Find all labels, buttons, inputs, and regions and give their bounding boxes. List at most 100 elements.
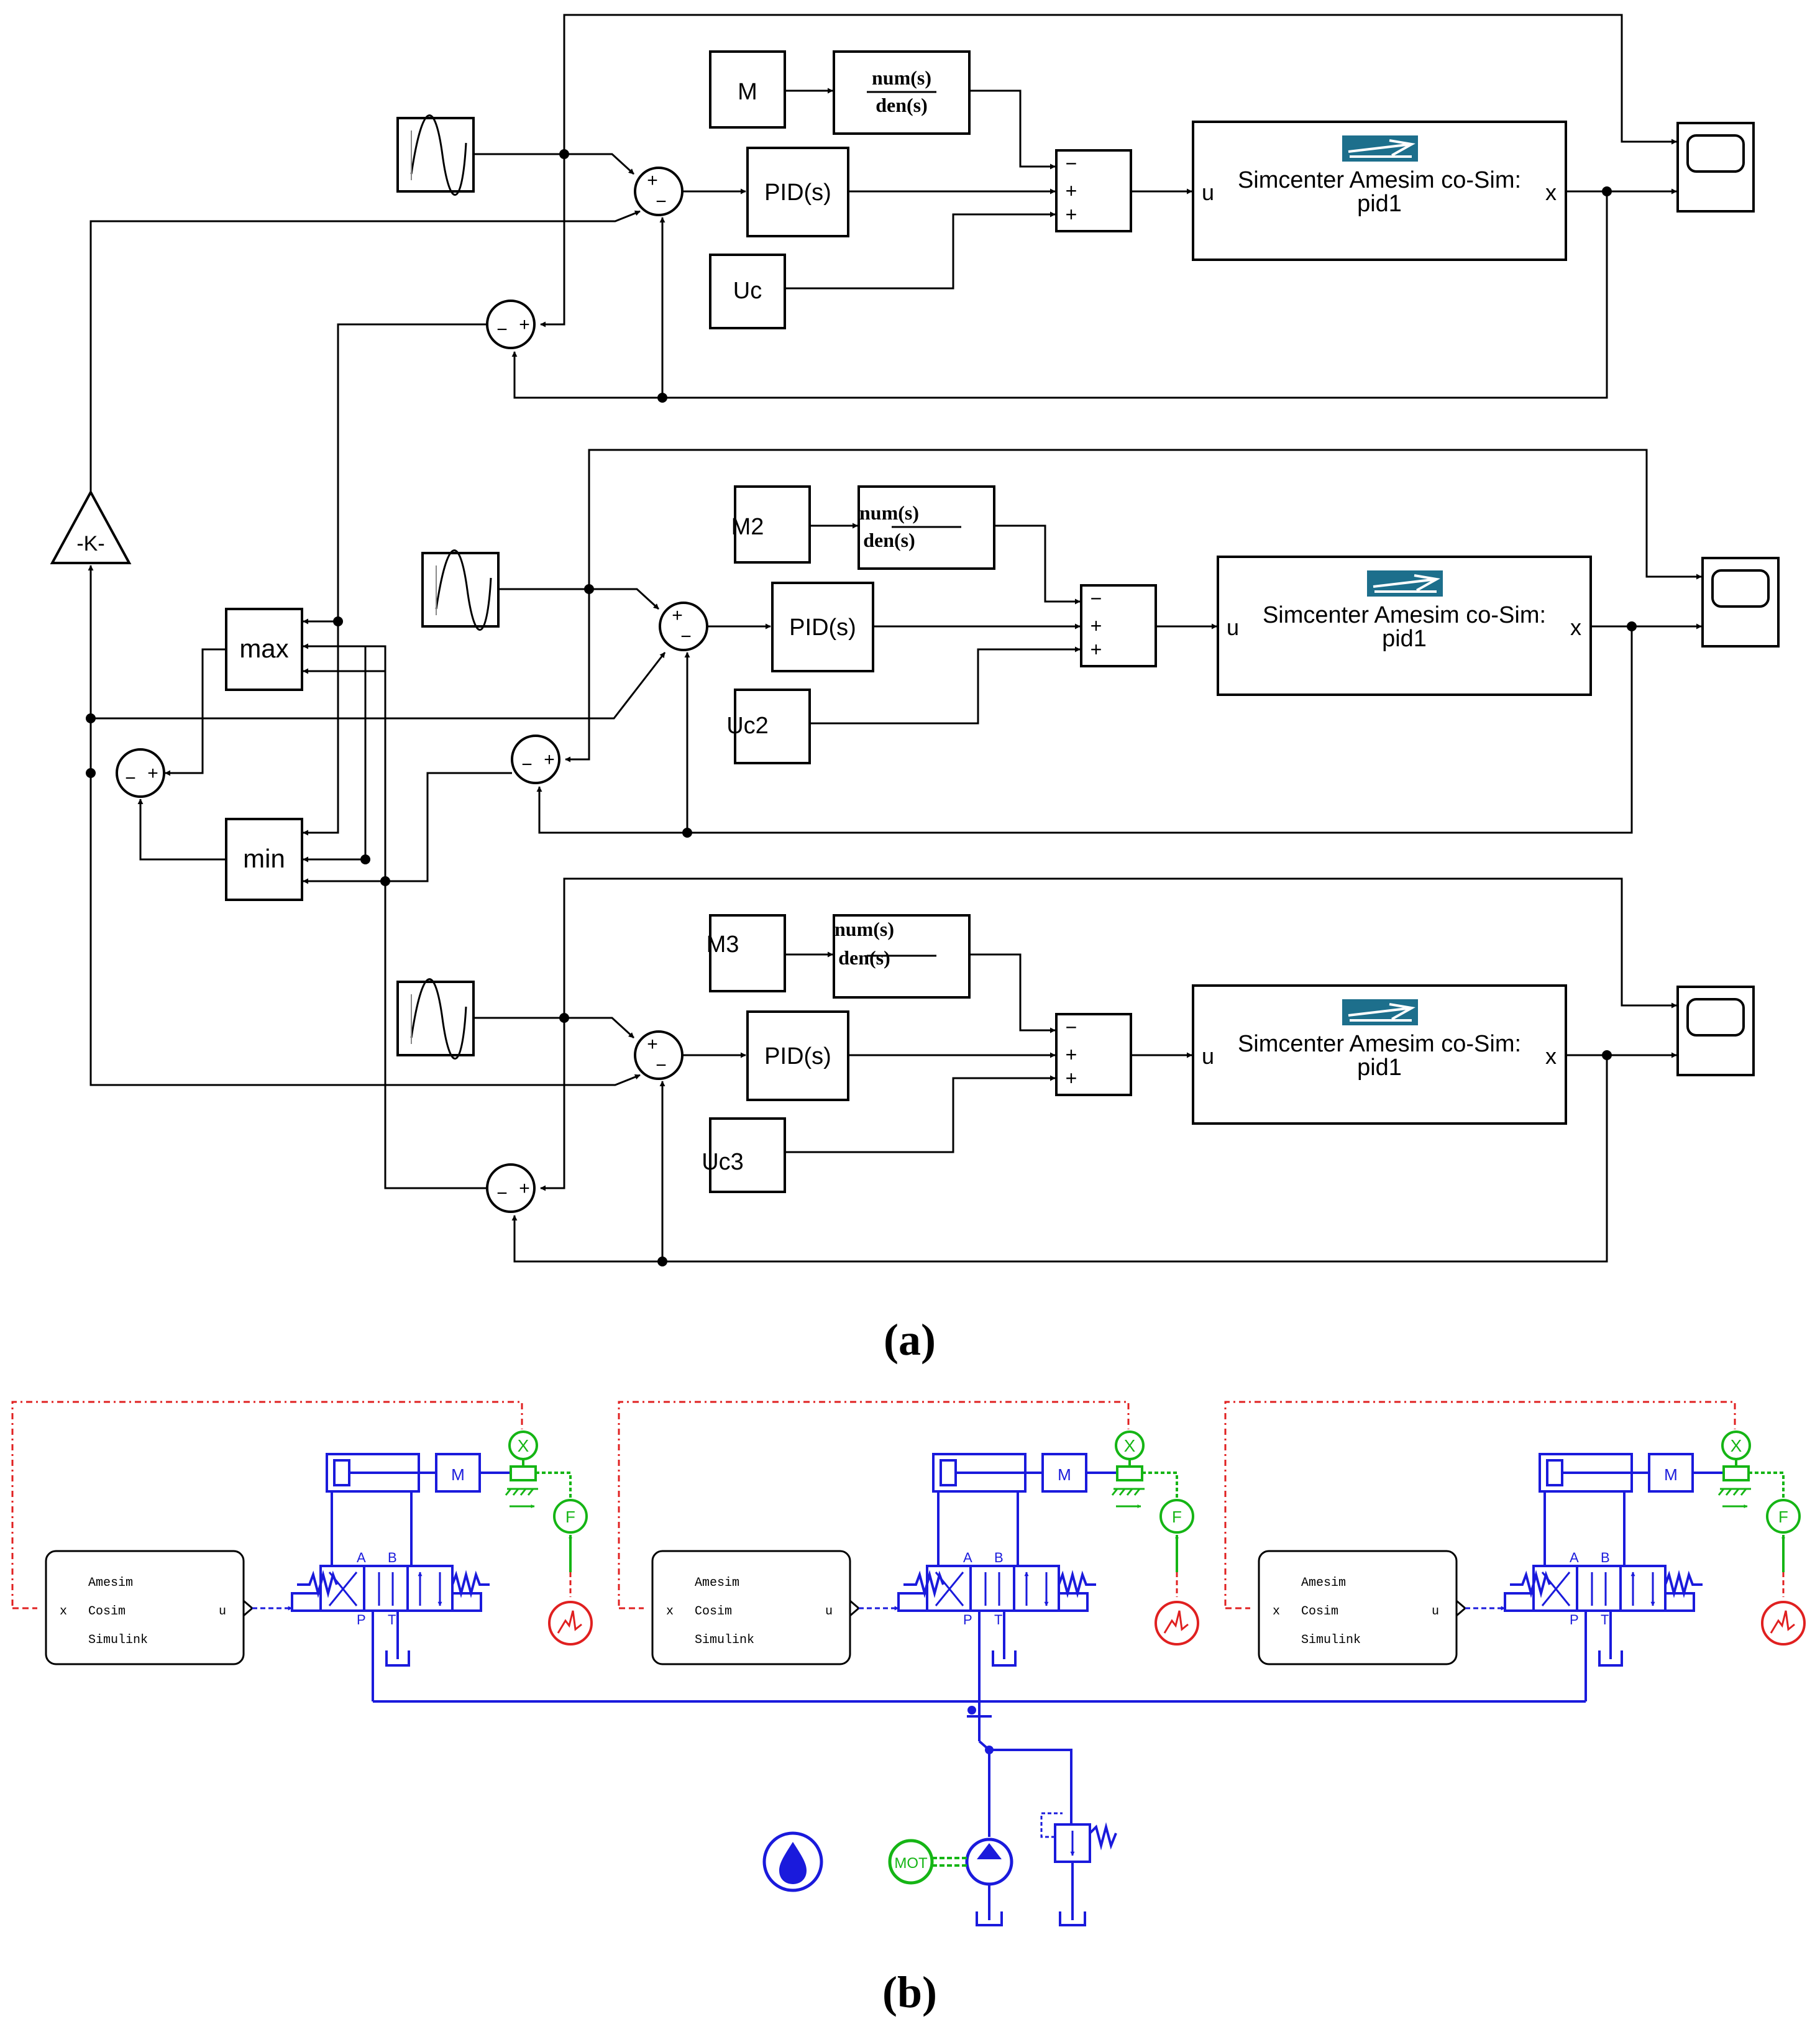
panel-b-caption: (b): [882, 1967, 937, 2017]
sum-sign: +: [647, 1034, 658, 1055]
pid-label: PID(s): [764, 1043, 831, 1069]
cosim-in-port: x: [1273, 1604, 1280, 1619]
cosim-input-port: u: [1227, 615, 1239, 640]
sum-sign: +: [1066, 1067, 1077, 1089]
coupling-logic: -K- max min + −: [50, 210, 666, 1189]
sum-sign: +: [1091, 615, 1102, 637]
cosim-out-port: u: [219, 1604, 226, 1619]
tank-icon: [976, 1911, 1003, 1926]
cosim-line: Simulink: [88, 1633, 148, 1647]
panel-b: Amesim Cosim Simulink x u M X F A B P T …: [12, 1402, 1804, 2017]
sum-sign: +: [1066, 180, 1077, 202]
port-a: A: [1570, 1550, 1579, 1565]
mass-label: M: [1664, 1465, 1678, 1484]
port-t: T: [388, 1612, 396, 1627]
sum-sign: +: [1066, 203, 1077, 226]
max-label: max: [239, 634, 288, 663]
mass-label: M: [451, 1465, 465, 1484]
port-a: A: [357, 1550, 366, 1565]
cosim-output-port: x: [1545, 180, 1557, 205]
difference-sum: [116, 748, 165, 798]
tf-numerator: num(s): [872, 66, 931, 89]
pid-label: PID(s): [764, 180, 831, 206]
sum-sign: +: [647, 170, 658, 191]
cosim-in-port: x: [666, 1604, 674, 1619]
port-p: P: [357, 1612, 366, 1627]
sum-sign: −: [1066, 1016, 1077, 1038]
cosim-output-port: x: [1545, 1043, 1557, 1069]
sensor-label: X: [1731, 1436, 1742, 1455]
cosim-line: Cosim: [1301, 1604, 1338, 1619]
bias-label: Uc3: [702, 1149, 744, 1175]
sum-sign: +: [519, 1178, 530, 1199]
mass-label: M: [1058, 1465, 1071, 1484]
port-a: A: [963, 1550, 972, 1565]
port-t: T: [1601, 1612, 1609, 1627]
sum-sign: −: [656, 191, 667, 212]
cosim-name: pid1: [1382, 626, 1427, 652]
sum-sign: −: [1066, 152, 1077, 175]
min-label: min: [243, 844, 285, 873]
feed-forward-label: M3: [707, 932, 739, 958]
cosim-input-port: u: [1202, 180, 1214, 205]
tf-denominator: den(s): [876, 94, 928, 116]
tf-numerator: num(s): [859, 501, 919, 524]
power-unit: MOT: [373, 1700, 1586, 1926]
bias-label: Uc2: [726, 713, 769, 739]
sum-sign: +: [1091, 638, 1102, 661]
feed-forward-label: M: [738, 79, 757, 105]
loop-3-labels: M3 num(s) den(s) PID(s) Uc3 Simcenter Am…: [496, 918, 1557, 1204]
tf-numerator: num(s): [835, 918, 894, 940]
cosim-name: pid1: [1357, 1055, 1402, 1081]
sum-sign: +: [544, 749, 555, 770]
loop-1-labels: M num(s) den(s) PID(s) Uc Simcenter Ames…: [496, 66, 1557, 340]
motor-label: MOT: [894, 1855, 928, 1872]
port-p: P: [1570, 1612, 1579, 1627]
port-b: B: [388, 1550, 397, 1565]
unit-1-labels: Amesim Cosim Simulink x u M X F A B P T: [60, 1436, 575, 1647]
cosim-input-port: u: [1202, 1043, 1214, 1069]
cosim-out-port: u: [1432, 1604, 1439, 1619]
cosim-line: Cosim: [88, 1604, 126, 1619]
sum-sign: −: [496, 319, 508, 340]
cosim-out-port: u: [825, 1604, 833, 1619]
sum-sign: +: [147, 763, 158, 784]
fluid-drop-icon: [762, 1831, 823, 1892]
actuator-unit-1: [12, 1402, 592, 1701]
cosim-in-port: x: [60, 1604, 67, 1619]
tf-denominator: den(s): [863, 529, 915, 551]
cosim-title: Simcenter Amesim co-Sim:: [1238, 167, 1521, 193]
port-p: P: [963, 1612, 972, 1627]
cosim-line: Simulink: [1301, 1633, 1361, 1647]
cosim-line: Cosim: [695, 1604, 732, 1619]
panel-a-caption: (a): [884, 1315, 936, 1365]
force-label: F: [1778, 1508, 1788, 1526]
gain-label: -K-: [76, 532, 104, 556]
actuator-unit-3: [1225, 1402, 1804, 1701]
sum-sign: −: [1091, 587, 1102, 610]
cosim-name: pid1: [1357, 191, 1402, 217]
unit-2-labels: Amesim Cosim Simulink x u M X F A B P T: [666, 1436, 1182, 1647]
cosim-output-port: x: [1570, 615, 1581, 640]
force-label: F: [1172, 1508, 1182, 1526]
min-block: [225, 818, 303, 901]
actuator-unit-2: [619, 1402, 1198, 1701]
port-t: T: [994, 1612, 1002, 1627]
tf-denominator: den(s): [838, 946, 890, 969]
cosim-line: Amesim: [695, 1576, 739, 1590]
port-b: B: [1601, 1550, 1610, 1565]
sum-sign: −: [656, 1055, 667, 1076]
sum-sign: −: [496, 1183, 508, 1204]
pid-label: PID(s): [789, 615, 856, 641]
sum-sign: −: [680, 626, 692, 647]
port-b: B: [994, 1550, 1004, 1565]
force-label: F: [565, 1508, 575, 1526]
bias-label: Uc: [733, 278, 762, 304]
cosim-line: Simulink: [695, 1633, 754, 1647]
cosim-line: Amesim: [1301, 1576, 1346, 1590]
cosim-line: Amesim: [88, 1576, 133, 1590]
cosim-title: Simcenter Amesim co-Sim:: [1238, 1031, 1521, 1057]
feed-forward-label: M2: [731, 514, 764, 540]
sensor-label: X: [1124, 1436, 1136, 1455]
